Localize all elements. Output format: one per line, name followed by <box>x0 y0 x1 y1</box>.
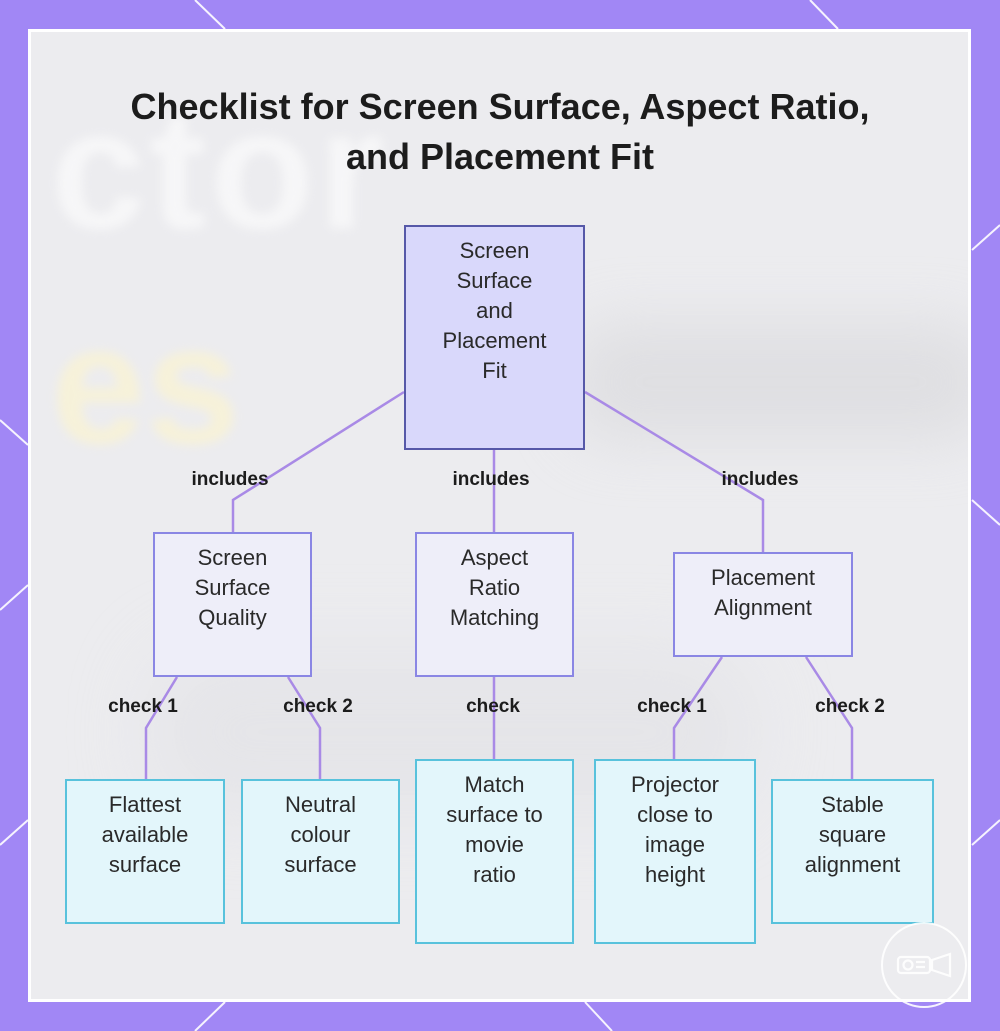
node-text-line: Stable <box>821 792 884 817</box>
edge-label-includes: includes <box>191 469 269 490</box>
node-text-line: square <box>818 822 887 847</box>
edge-label-check-2: check 2 <box>283 696 353 717</box>
edge-label-check: check <box>466 696 520 717</box>
node-screen-surface-quality: Screen Surface Quality <box>153 532 312 677</box>
edge-label-includes: includes <box>721 469 799 490</box>
node-aspect-ratio-matching: Aspect Ratio Matching <box>415 532 574 677</box>
node-text-line: surface <box>284 852 357 877</box>
edge-label-check-2: check 2 <box>815 696 885 717</box>
node-text-line: Flattest <box>108 792 182 817</box>
node-text-line: alignment <box>804 852 901 877</box>
node-text-line: Placement <box>711 565 815 590</box>
edge-label-includes: includes <box>452 469 530 490</box>
node-stable-square-alignment: Stable square alignment <box>771 779 934 924</box>
node-text-line: close to <box>637 802 713 827</box>
diagram-title: Checklist for Screen Surface, Aspect Rat… <box>130 86 870 177</box>
node-text-line: Aspect <box>460 545 529 570</box>
node-text-line: image <box>645 832 705 857</box>
node-text-line: available <box>101 822 189 847</box>
connector-root-to-surface-quality <box>231 390 405 532</box>
node-text-line: Projector <box>630 772 720 797</box>
node-text-line: Match <box>464 772 525 797</box>
node-text-line: Ratio <box>468 575 521 600</box>
node-text-line: Neutral <box>285 792 356 817</box>
node-text-line: Fit <box>482 358 507 383</box>
connector-root-to-placement-alignment <box>584 390 765 552</box>
node-projector-close-to-image-height: Projector close to image height <box>594 759 756 944</box>
node-neutral-colour-surface: Neutral colour surface <box>241 779 400 924</box>
node-text-line: colour <box>290 822 351 847</box>
node-text-line: ratio <box>473 862 516 887</box>
connector-surface-quality-to-neutral <box>286 676 322 779</box>
node-text-line: height <box>645 862 705 887</box>
projector-icon <box>881 922 967 1008</box>
node-match-surface-to-movie-ratio: Match surface to movie ratio <box>415 759 574 944</box>
node-text-line: surface <box>108 852 182 877</box>
node-text-line: and <box>476 298 513 323</box>
connector-placement-to-square <box>804 656 854 779</box>
node-text-line: Placement <box>442 328 547 353</box>
edge-label-check-1: check 1 <box>637 696 707 717</box>
node-text-line: Surface <box>456 268 533 293</box>
edge-label-check-1: check 1 <box>108 696 178 717</box>
node-text-line: surface to <box>446 802 543 827</box>
node-screen-surface-placement-fit: Screen Surface and Placement Fit <box>404 225 585 450</box>
node-text-line: Screen <box>459 238 530 263</box>
node-text-line: Quality <box>198 605 267 630</box>
node-text-line: Screen <box>197 545 268 570</box>
connector-placement-to-projector <box>672 656 724 759</box>
node-text-line: movie <box>465 832 524 857</box>
node-text-line: Matching <box>449 605 540 630</box>
node-text-line: Alignment <box>714 595 812 620</box>
connector-surface-quality-to-flattest <box>144 676 179 779</box>
node-placement-alignment: Placement Alignment <box>673 552 853 657</box>
node-text-line: Surface <box>194 575 271 600</box>
node-flattest-available-surface: Flattest available surface <box>65 779 225 924</box>
